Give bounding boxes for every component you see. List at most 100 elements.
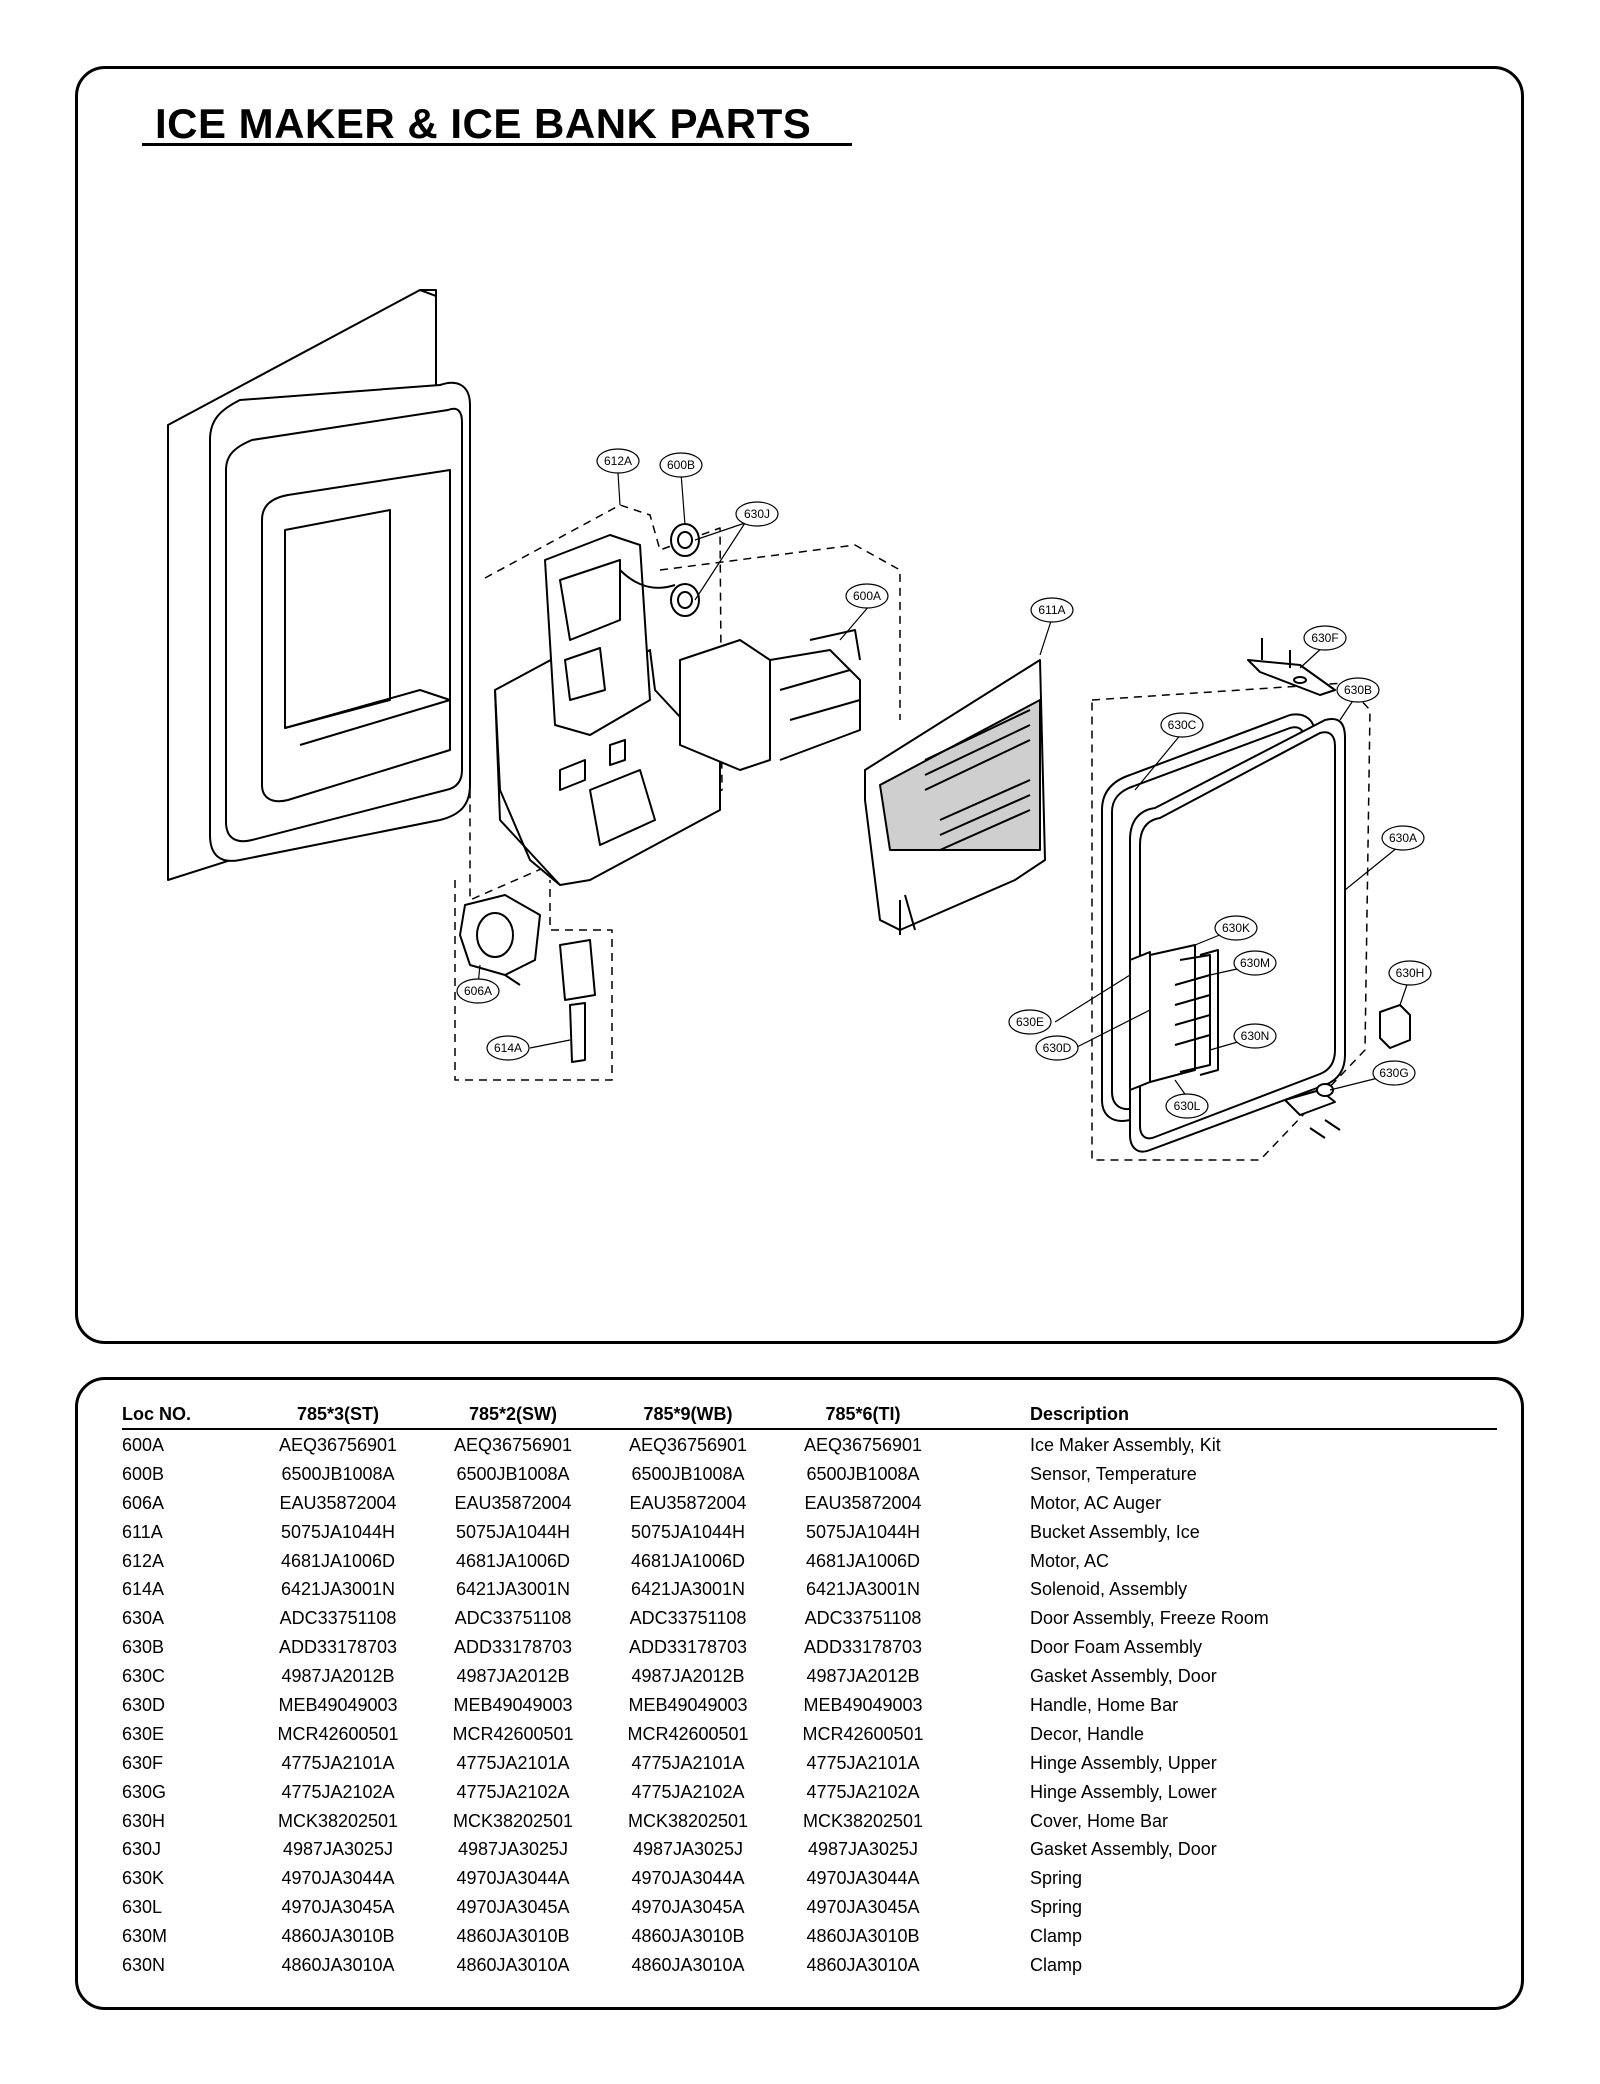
cell-loc: 611A (122, 1521, 163, 1542)
cell-part-785-6-ti: 4681JA1006D (805, 1550, 921, 1571)
cell-part-785-3-st: MEB49049003 (278, 1695, 398, 1716)
cell-loc: 630C (122, 1666, 166, 1687)
cell-description: Spring (1030, 1868, 1083, 1889)
svg-text:606A: 606A (464, 984, 492, 998)
cell-loc: 630D (122, 1695, 166, 1716)
header-785-3-st: 785*3(ST) (296, 1404, 380, 1424)
callout-600B: 600B (659, 452, 703, 478)
cell-description: Clamp (1030, 1955, 1083, 1976)
cell-part-785-3-st: 6500JB1008A (281, 1463, 395, 1484)
parts-table: Loc NO. 785*3(ST) 785*2(SW) 785*9(WB) 78… (122, 1397, 1502, 1980)
cell-part-785-6-ti: MCK38202501 (802, 1810, 924, 1831)
cell-description: Handle, Home Bar (1030, 1695, 1179, 1716)
cell-part-785-9-wb: 4775JA2101A (631, 1752, 745, 1773)
cell-part-785-2-sw: ADC33751108 (454, 1608, 572, 1629)
svg-text:630E: 630E (1016, 1015, 1044, 1029)
cell-description: Hinge Assembly, Upper (1030, 1752, 1217, 1773)
svg-text:600A: 600A (853, 589, 881, 603)
cover-630H (1379, 1004, 1411, 1049)
cell-part-785-2-sw: ADD33178703 (453, 1637, 573, 1658)
cell-part-785-3-st: 4681JA1006D (280, 1550, 396, 1571)
cell-part-785-2-sw: 4860JA3010B (456, 1926, 570, 1947)
header-785-2-sw: 785*2(SW) (468, 1404, 558, 1424)
cell-part-785-3-st: AEQ36756901 (278, 1435, 398, 1455)
cell-description: Motor, AC (1030, 1550, 1110, 1571)
callout-630C: 630C (1160, 712, 1204, 738)
solenoid-614A (559, 939, 596, 1063)
cell-part-785-9-wb: 6421JA3001N (630, 1579, 746, 1600)
handle-630D (1129, 944, 1219, 1091)
cell-part-785-3-st: 4775JA2101A (281, 1752, 395, 1773)
svg-text:630M: 630M (1240, 956, 1270, 970)
cell-part-785-9-wb: 5075JA1044H (630, 1521, 746, 1542)
cell-part-785-2-sw: 4860JA3010A (456, 1955, 570, 1976)
callout-630L: 630L (1165, 1093, 1209, 1119)
cell-part-785-3-st: 4970JA3044A (281, 1868, 395, 1889)
callout-630E: 630E (1008, 1009, 1052, 1035)
header-785-6-ti: 785*6(TI) (825, 1404, 901, 1424)
page-title: ICE MAKER & ICE BANK PARTS (155, 100, 812, 147)
cell-loc: 630J (122, 1839, 162, 1860)
cell-part-785-6-ti: ADC33751108 (804, 1608, 922, 1629)
header-785-9-wb: 785*9(WB) (643, 1404, 733, 1424)
cell-part-785-3-st: 4987JA2012B (281, 1666, 395, 1687)
cell-part-785-6-ti: 6421JA3001N (805, 1579, 921, 1600)
cell-description: Ice Maker Assembly, Kit (1030, 1435, 1221, 1455)
callout-630D: 630D (1035, 1035, 1079, 1061)
header-loc: Loc NO. (122, 1404, 192, 1424)
cell-description: Gasket Assembly, Door (1030, 1839, 1217, 1860)
cell-loc: 630N (122, 1955, 166, 1976)
cell-part-785-2-sw: 6500JB1008A (456, 1463, 570, 1484)
cell-part-785-6-ti: MEB49049003 (803, 1695, 923, 1716)
cell-loc: 612A (122, 1550, 165, 1571)
cell-part-785-6-ti: 4775JA2102A (806, 1781, 920, 1802)
cell-part-785-3-st: MCK38202501 (277, 1810, 399, 1831)
cell-part-785-9-wb: 6500JB1008A (631, 1463, 745, 1484)
sensor-600B (619, 523, 700, 617)
cell-part-785-6-ti: EAU35872004 (804, 1492, 922, 1513)
icemaker-housing (494, 534, 721, 886)
callout-630H: 630H (1388, 960, 1432, 986)
title-underline (142, 143, 852, 146)
cell-loc: 600A (122, 1435, 165, 1455)
callout-630B: 630B (1336, 677, 1380, 703)
cell-part-785-9-wb: MCK38202501 (627, 1810, 749, 1831)
cell-description: Cover, Home Bar (1030, 1810, 1169, 1831)
svg-text:630B: 630B (1344, 683, 1372, 697)
cell-loc: 630E (122, 1723, 165, 1744)
cell-description: Clamp (1030, 1926, 1083, 1947)
svg-text:630F: 630F (1311, 631, 1338, 645)
cell-part-785-3-st: 4860JA3010A (281, 1955, 395, 1976)
cell-part-785-9-wb: ADD33178703 (628, 1637, 748, 1658)
cell-loc: 630M (122, 1926, 168, 1947)
svg-text:630K: 630K (1222, 921, 1250, 935)
freezer-door-frame (167, 289, 471, 881)
callout-611A: 611A (1030, 597, 1074, 623)
exploded-parts-diagram: 612A 600B 630J 600A 611A 630F 630B 630C … (167, 289, 1432, 1161)
cell-description: Bucket Assembly, Ice (1030, 1521, 1200, 1542)
svg-text:630A: 630A (1389, 831, 1417, 845)
callout-614A: 614A (486, 1035, 530, 1061)
cell-part-785-9-wb: 4970JA3045A (631, 1897, 745, 1918)
cell-part-785-6-ti: 5075JA1044H (805, 1521, 921, 1542)
cell-part-785-6-ti: AEQ36756901 (803, 1435, 923, 1455)
cell-part-785-2-sw: 4987JA3025J (457, 1839, 569, 1860)
cell-loc: 630G (122, 1781, 167, 1802)
cell-part-785-6-ti: 4970JA3045A (806, 1897, 920, 1918)
cell-part-785-2-sw: 6421JA3001N (455, 1579, 571, 1600)
callouts: 612A 600B 630J 600A 611A 630F 630B 630C … (456, 448, 1432, 1119)
cell-loc: 600B (122, 1463, 165, 1484)
cell-part-785-6-ti: 4775JA2101A (806, 1752, 920, 1773)
svg-text:630C: 630C (1168, 718, 1197, 732)
cell-part-785-2-sw: 4987JA2012B (456, 1666, 570, 1687)
parts-table-panel (75, 1377, 1524, 2010)
cell-part-785-3-st: 4987JA3025J (282, 1839, 394, 1860)
